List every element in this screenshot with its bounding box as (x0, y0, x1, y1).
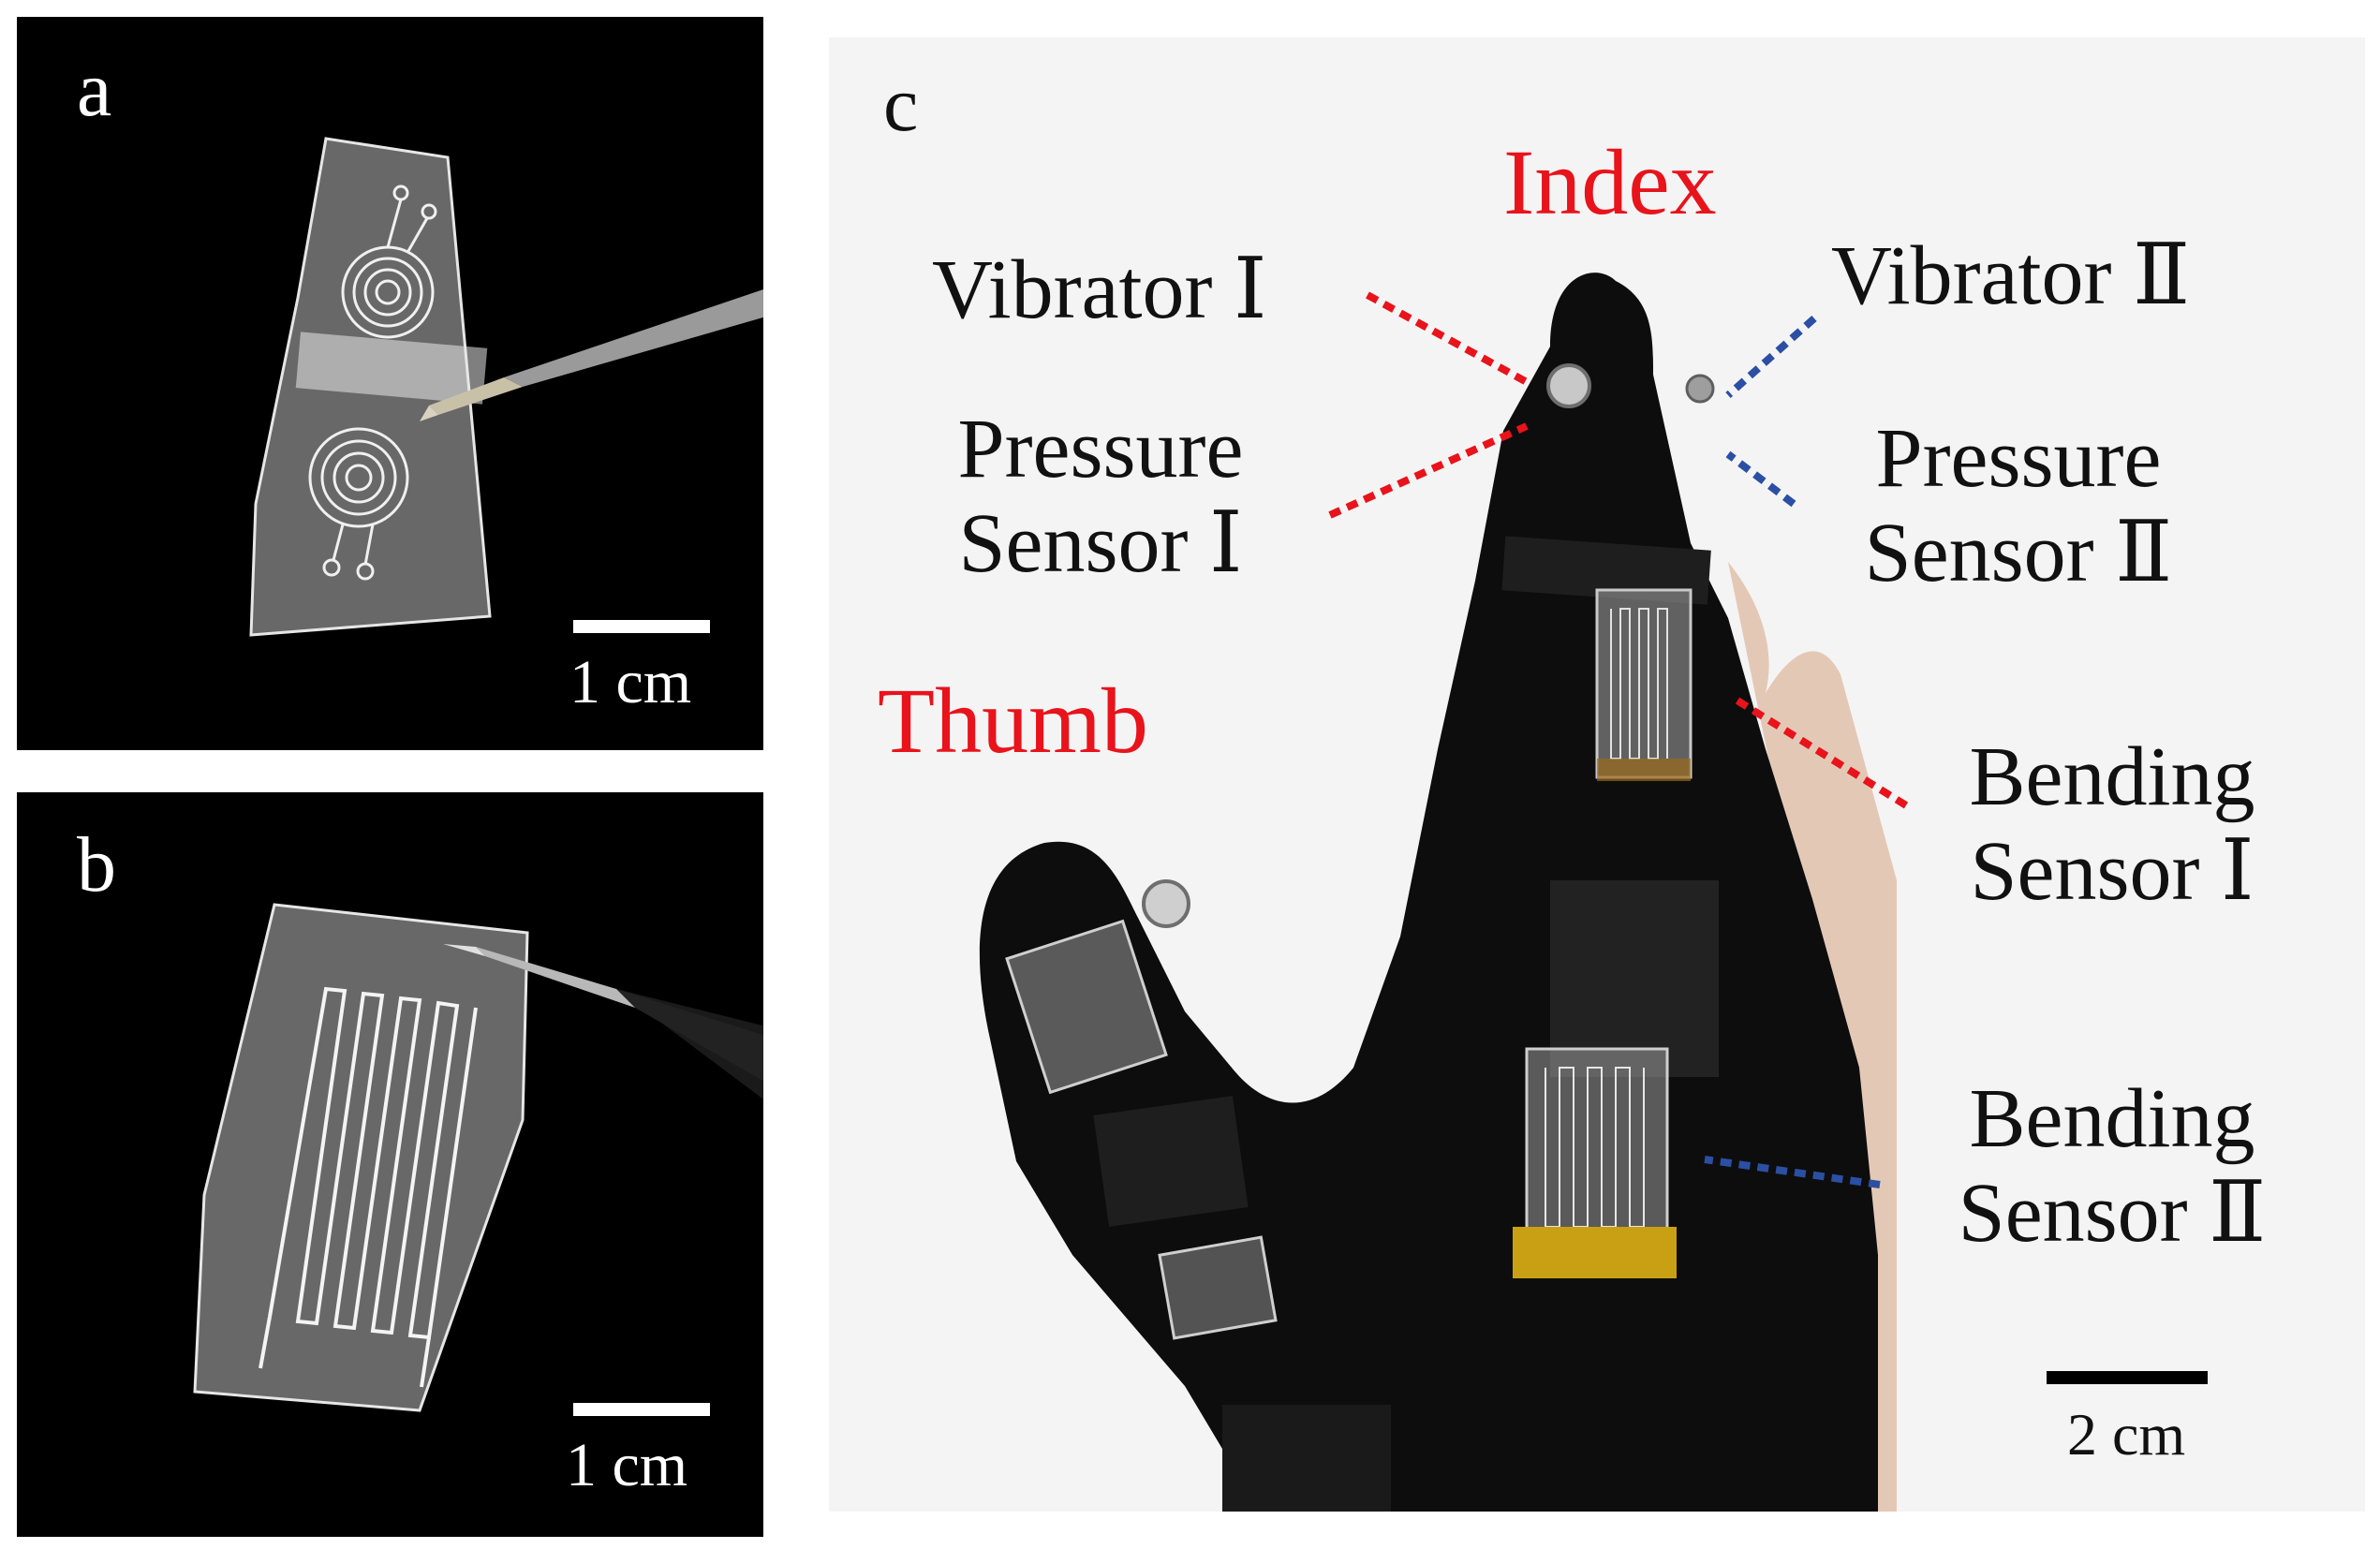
serpentine-electrode (259, 986, 478, 1388)
vibrator-1-label: Vibrator Ⅰ (932, 243, 1267, 336)
tweezers-a (420, 289, 763, 421)
thumb-sensor-patch (1005, 919, 1168, 1095)
panel-a: a 1 cm (17, 17, 763, 750)
leader-bending-2 (1704, 1156, 1881, 1188)
vibrator-2-disc (1685, 374, 1715, 404)
scale-bar-c-label: 2 cm (2067, 1401, 2186, 1468)
index-strap (1501, 536, 1711, 605)
leader-vibrator-2 (1725, 316, 1817, 398)
panel-a-label: a (77, 46, 112, 133)
thumb-sensor-tip (1158, 1235, 1278, 1340)
index-label: Index (1503, 130, 1717, 234)
scale-bar-b (573, 1403, 710, 1416)
bending-sensor-1-line1: Bending (1969, 730, 2255, 823)
pressure-sensor-2-label: Pressure Sensor Ⅱ (1822, 412, 2215, 601)
spiral-electrode-top (341, 184, 437, 339)
pressure-sensor-1-line1: Pressure (957, 403, 1244, 495)
scale-bar-c (2047, 1371, 2208, 1384)
panel-a-photo (249, 137, 763, 637)
leader-bending-1 (1730, 694, 1909, 809)
bending-sensor-1-label: Bending Sensor Ⅰ (1915, 730, 2309, 920)
bending-sensor-1-patch (1595, 588, 1693, 779)
scale-bar-a-label: 1 cm (569, 648, 692, 716)
pressure-sensor-2-line2: Sensor Ⅱ (1864, 506, 2173, 599)
tweezers-b (443, 944, 763, 1099)
panel-b: b 1 cm (17, 792, 763, 1537)
scale-bar-a (573, 620, 710, 633)
pressure-sensor-1-label: Pressure Sensor Ⅰ (904, 403, 1297, 592)
leader-pressure-2 (1725, 450, 1796, 508)
vibrator-1-disc (1546, 363, 1591, 408)
thumb-label: Thumb (878, 669, 1148, 773)
vibrator-2-label: Vibrator Ⅱ (1831, 229, 2191, 322)
pressure-sensor-1-line2: Sensor Ⅰ (958, 496, 1243, 590)
scale-bar-b-label: 1 cm (566, 1431, 688, 1499)
panel-c-label: c (883, 61, 919, 148)
bending-sensor-1-line2: Sensor Ⅰ (1970, 824, 2254, 918)
bending-sensor-2-label: Bending Sensor Ⅱ (1915, 1072, 2309, 1261)
panel-b-photo (193, 903, 763, 1412)
bending-sensor-2-line1: Bending (1969, 1072, 2255, 1165)
bending-sensor-2-line2: Sensor Ⅱ (1958, 1166, 2267, 1260)
thumb-vibrator-disc (1142, 879, 1190, 928)
spiral-electrode-bottom (308, 427, 409, 581)
glove-photo (979, 273, 1909, 1512)
pressure-sensor-2-line1: Pressure (1875, 412, 2162, 505)
velcro-patch (1550, 880, 1719, 1077)
wrist-strap (1222, 1405, 1391, 1512)
bending-sensor-2-connector (1513, 1227, 1677, 1278)
leader-vibrator-1 (1366, 291, 1529, 386)
spiral-sensor-film (249, 137, 492, 637)
panel-b-label: b (77, 821, 116, 908)
thumb-strap (1093, 1096, 1249, 1227)
panel-c: c Index Thumb Vibrator Ⅰ Vibrator Ⅱ Pres… (829, 37, 2365, 1512)
